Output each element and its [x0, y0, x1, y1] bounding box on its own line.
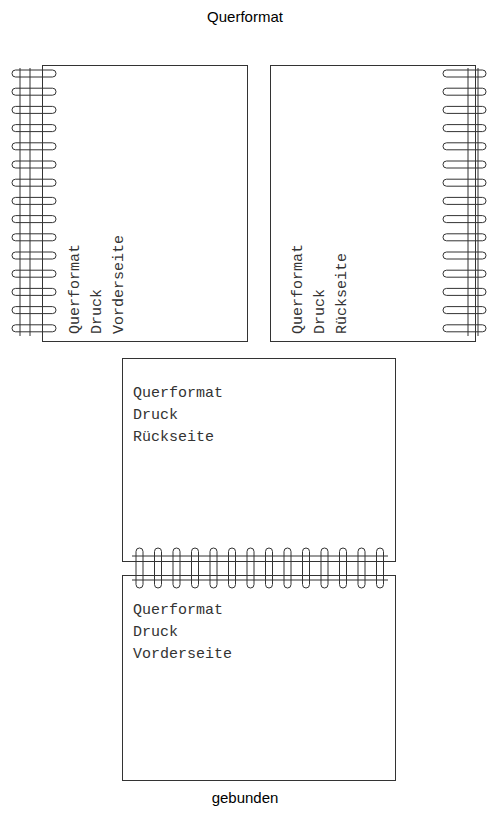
spiral-coils [132, 548, 388, 588]
caption: gebunden [0, 789, 490, 806]
page-label: Querformat Druck Rückseite [288, 224, 354, 334]
page-label: Querformat Druck Vorderseite [133, 600, 243, 666]
page-label: Querformat Druck Vorderseite [65, 224, 131, 334]
page-sheet: Querformat Druck Rückseite [270, 65, 476, 342]
page-label: Querformat Druck Rückseite [133, 383, 243, 449]
page-sheet: Querformat Druck Vorderseite [42, 65, 248, 342]
title: Querformat [0, 8, 490, 25]
spiral-coils [12, 68, 56, 336]
page-sheet: Querformat Druck Rückseite [122, 358, 396, 562]
spiral-coils [443, 68, 486, 336]
page-sheet: Querformat Druck Vorderseite [122, 575, 396, 781]
